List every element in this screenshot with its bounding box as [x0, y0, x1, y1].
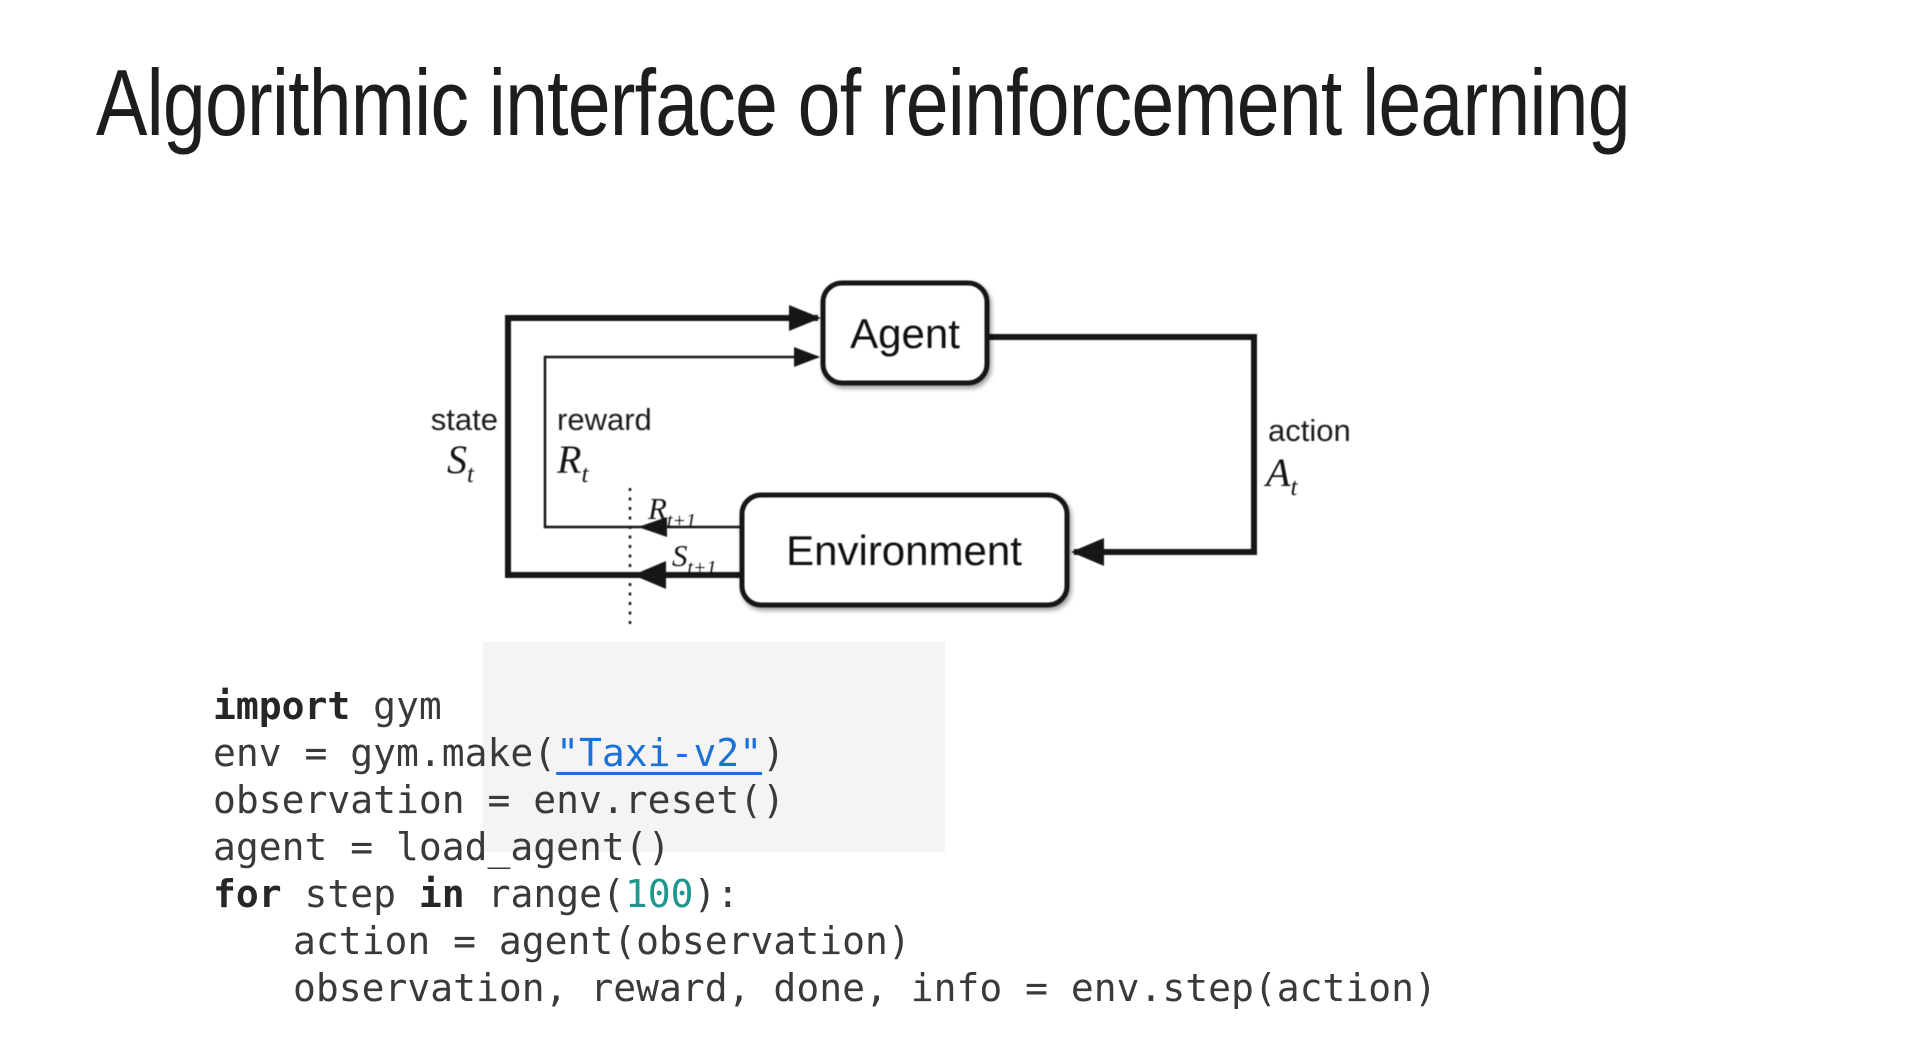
- code-number: 100: [624, 872, 694, 916]
- code-line: env = gym.make("Taxi-v2"): [213, 730, 1437, 777]
- code-line: agent = load_agent(): [213, 824, 1437, 871]
- code-token: action = agent(observation): [293, 919, 911, 963]
- action-path-line: [987, 334, 1257, 555]
- code-token: observation = env.reset(): [213, 778, 785, 822]
- state-symbol: St: [447, 437, 475, 488]
- next-state-arrowhead: [633, 561, 666, 589]
- code-token: env = gym.make(: [213, 731, 557, 775]
- action-label: action: [1268, 413, 1351, 448]
- taxi-v2-link[interactable]: "Taxi-v2": [556, 731, 763, 775]
- code-token: gym: [350, 684, 442, 728]
- reward-symbol: Rt: [556, 437, 589, 488]
- code-keyword: for: [213, 872, 282, 916]
- code-line: for step in range(100):: [213, 871, 1437, 918]
- code-token: ):: [693, 872, 740, 916]
- code-background-rect: [483, 642, 945, 852]
- environment-box: [739, 492, 1070, 608]
- reward-into-agent-arrowhead: [794, 347, 820, 367]
- next-state-symbol: St+1: [672, 538, 717, 579]
- code-line: import gym: [213, 683, 1437, 730]
- environment-box-label: Environment: [786, 527, 1022, 574]
- code-line: observation = env.reset(): [213, 777, 1437, 824]
- reward-label: reward: [557, 402, 652, 437]
- code-token: range(: [464, 872, 625, 916]
- code-line: action = agent(observation): [213, 918, 1437, 965]
- agent-box-label: Agent: [850, 310, 960, 357]
- code-token: step: [281, 872, 419, 916]
- rl-loop-diagram: Agent Environment state St reward Rt Rt+…: [400, 250, 1420, 680]
- action-symbol: At: [1263, 450, 1298, 501]
- code-token: agent = load_agent(): [213, 825, 671, 869]
- action-into-environment-arrowhead: [1071, 538, 1104, 566]
- next-reward-arrowhead: [638, 517, 667, 537]
- state-into-agent-arrowhead: [789, 305, 821, 331]
- code-token: ): [762, 731, 785, 775]
- page-title: Algorithmic interface of reinforcement l…: [96, 50, 1631, 155]
- state-path-line: [505, 315, 818, 578]
- next-reward-symbol: Rt+1: [647, 491, 696, 532]
- state-label: state: [431, 402, 498, 437]
- code-line: observation, reward, done, info = env.st…: [213, 965, 1437, 1012]
- code-token: observation, reward, done, info = env.st…: [293, 966, 1437, 1010]
- code-keyword: import: [213, 684, 351, 728]
- agent-box: [820, 280, 990, 386]
- code-keyword: in: [418, 872, 465, 916]
